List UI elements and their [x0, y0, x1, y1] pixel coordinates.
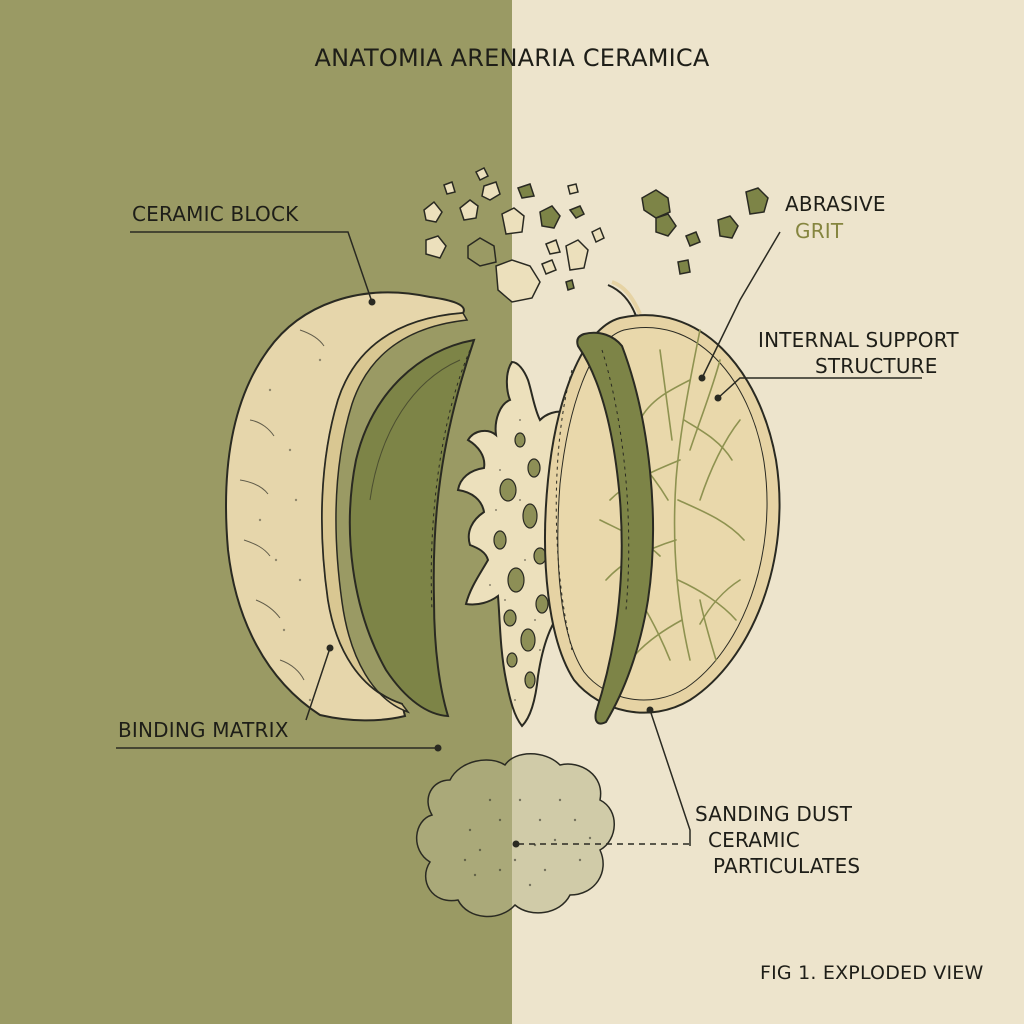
- label-ceramic: CERAMIC: [708, 828, 800, 852]
- label-structure: STRUCTURE: [815, 354, 938, 378]
- sanding-dust-cloud: [415, 753, 615, 918]
- left-olive-crescent: [348, 338, 476, 718]
- label-particulates: PARTICULATES: [713, 854, 861, 878]
- abrasive-grit-particles: [423, 166, 769, 303]
- label-internal-support: INTERNAL SUPPORT: [758, 328, 959, 352]
- label-grit: GRIT: [795, 219, 844, 243]
- label-ceramic-block: CERAMIC BLOCK: [132, 202, 299, 226]
- ceramic-block-rim: [321, 312, 469, 714]
- label-abrasive: ABRASIVE: [785, 192, 886, 216]
- diagram-title: ANATOMIA ARENARIA CERAMICA: [314, 44, 710, 72]
- leader-lines: [116, 231, 922, 846]
- label-sanding-dust: SANDING DUST: [695, 802, 853, 826]
- label-binding-matrix: BINDING MATRIX: [118, 718, 289, 742]
- figure-caption: FIG 1. EXPLODED VIEW: [760, 962, 984, 984]
- right-olive-crescent: [576, 331, 654, 725]
